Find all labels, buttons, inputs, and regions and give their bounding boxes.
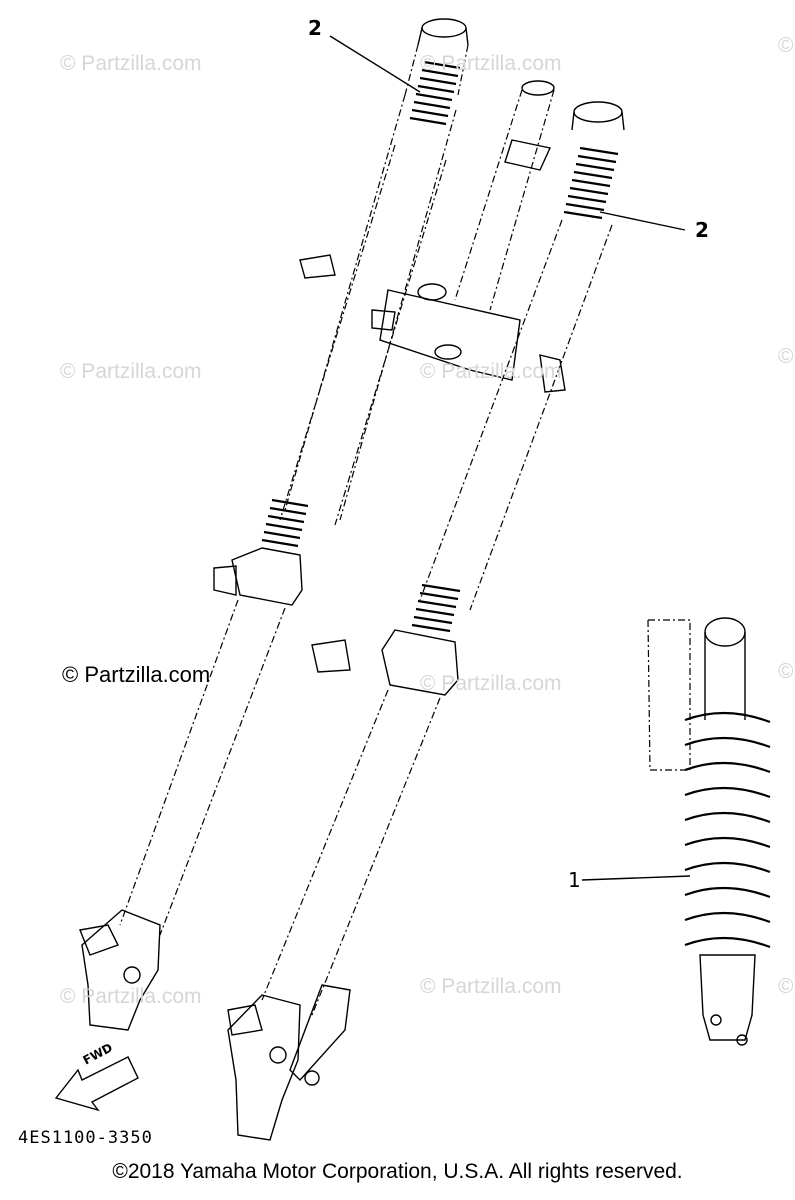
watermark-edge: ©	[778, 660, 794, 683]
fwd-arrow-icon	[54, 1056, 139, 1112]
watermark-foreground: © Partzilla.com	[62, 662, 211, 687]
watermark-edge: ©	[778, 975, 794, 998]
leader-line-fork-right	[599, 211, 686, 231]
callout-fork-right: 2	[695, 218, 709, 242]
watermark-edge: ©	[778, 34, 794, 57]
watermark: © Partzilla.com	[420, 672, 562, 695]
left-fork-assembly	[79, 18, 469, 1031]
steering-stem	[299, 80, 555, 381]
leader-line-shock	[581, 875, 691, 881]
part-code: 4ES1100-3350	[18, 1128, 153, 1148]
leader-line-fork-left	[329, 35, 421, 93]
callout-fork-left: 2	[308, 16, 322, 40]
watermark: © Partzilla.com	[60, 985, 202, 1008]
watermark-edge: ©	[778, 345, 794, 368]
callout-shock: 1	[568, 868, 581, 892]
watermark: © Partzilla.com	[420, 360, 562, 383]
rear-shock-assembly	[647, 617, 771, 1046]
watermark: © Partzilla.com	[60, 360, 202, 383]
watermark: © Partzilla.com	[420, 975, 562, 998]
copyright-notice: ©2018 Yamaha Motor Corporation, U.S.A. A…	[112, 1160, 683, 1183]
watermark: © Partzilla.com	[60, 52, 202, 75]
right-fork-assembly	[227, 101, 625, 1141]
watermark: © Partzilla.com	[420, 52, 562, 75]
